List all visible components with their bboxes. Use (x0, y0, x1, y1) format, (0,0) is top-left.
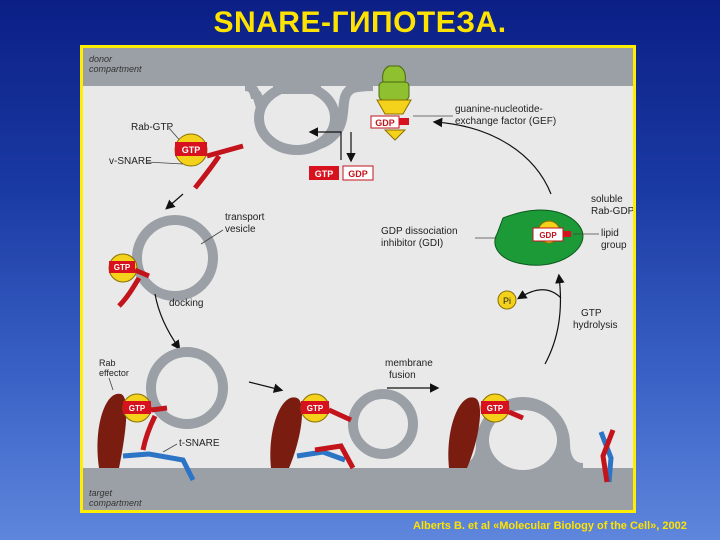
target-label-1: target (89, 488, 113, 498)
gdi-label-1: GDP dissociation (381, 226, 458, 237)
gef-label-2: exchange factor (GEF) (455, 116, 556, 127)
gtp-badge-1: GTP (182, 145, 201, 155)
exchange-badges: GTP GDP (309, 166, 373, 180)
slide-title: SNARE-ГИПОТЕЗА. (0, 6, 720, 40)
gtp-badge-5: GTP (487, 404, 504, 413)
figure-frame: donor compartment GDP guanine-nucleotide… (80, 45, 636, 513)
exchange-gtp: GTP (315, 169, 334, 179)
gtp-badge-2: GTP (114, 263, 131, 272)
v-snare-label: v-SNARE (109, 156, 152, 167)
donor-label-2: compartment (89, 64, 142, 74)
donor-membrane (83, 48, 633, 150)
rab-gtp-budding: GTP (175, 134, 243, 166)
lipid-group-label-2: group (601, 240, 627, 251)
rab-gtp-label: Rab-GTP (131, 122, 174, 133)
target-label-2: compartment (89, 498, 142, 508)
gdi-label-2: inhibitor (GDI) (381, 238, 443, 249)
donor-label-1: donor (89, 54, 113, 64)
t-snare-label: t-SNARE (179, 438, 220, 449)
gef-gdp-badge: GDP (375, 118, 395, 128)
gtp-badge-4: GTP (307, 404, 324, 413)
citation: Alberts B. et al «Molecular Biology of t… (413, 520, 687, 532)
docking-label: docking (169, 298, 203, 309)
gtp-hydrolysis-label-1: GTP (581, 308, 602, 319)
lipid-group-label-1: lipid (601, 228, 619, 239)
gdi-gdp-badge: GDP (539, 231, 557, 240)
pi-badge: Pi (498, 291, 516, 309)
pi-text: Pi (503, 296, 511, 306)
transport-vesicle (137, 220, 213, 296)
membrane-fusion-label-2: fusion (389, 370, 416, 381)
snare-diagram: donor compartment GDP guanine-nucleotide… (83, 48, 633, 510)
transport-vesicle-label-1: transport (225, 212, 265, 223)
soluble-rab-label-2: Rab-GDP (591, 206, 633, 217)
rab-effector-label-2: effector (99, 368, 129, 378)
transport-vesicle-label-2: vesicle (225, 224, 256, 235)
gtp-hydrolysis-label-2: hydrolysis (573, 320, 617, 331)
pairing-vesicle: GTP (270, 394, 413, 468)
exchange-gdp: GDP (348, 169, 368, 179)
soluble-rab-label-1: soluble (591, 194, 623, 205)
gef-label-1: guanine-nucleotide- (455, 104, 543, 115)
rab-effector-label-1: Rab (99, 358, 116, 368)
gtp-badge-3: GTP (129, 404, 146, 413)
gdi-complex: GDP (495, 210, 583, 265)
membrane-fusion-label-1: membrane (385, 358, 433, 369)
